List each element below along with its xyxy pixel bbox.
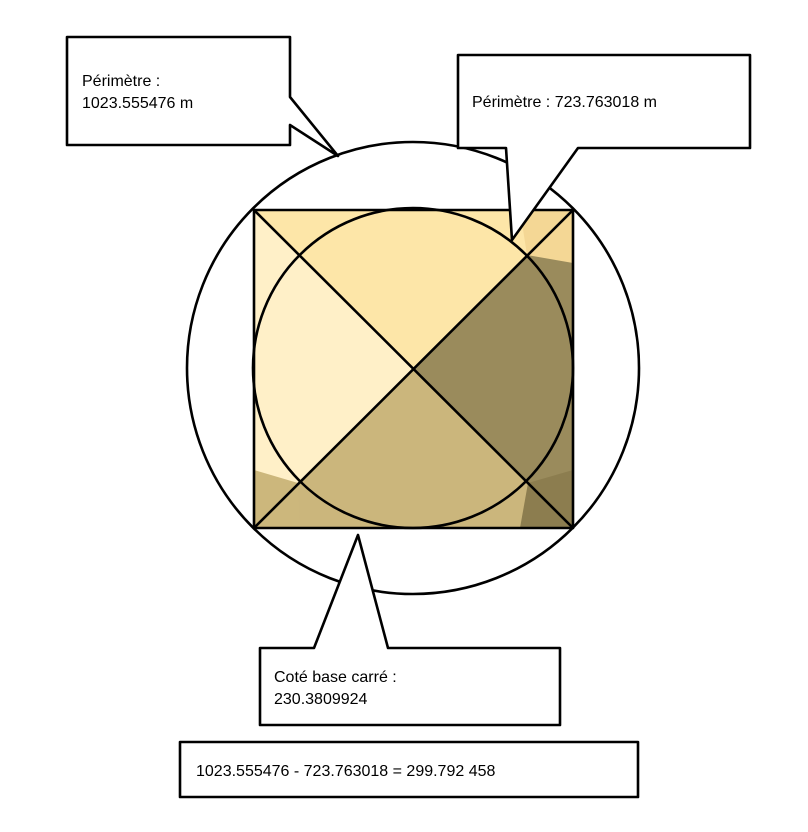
diagonal-2 [253,209,574,529]
square-outline [252,208,575,530]
callout-square-side-box [258,533,562,727]
callout-outer-perimeter-box [65,35,340,158]
callout-inner-perimeter-text: Périmètre : 723.763018 m [472,94,657,111]
bottom-triangle [254,368,573,528]
right-triangle [413,210,573,528]
left-triangle [254,210,413,528]
equation-box [178,740,640,799]
callout-square-side-line1: Coté base carré : [274,669,397,686]
callout-inner-perimeter-box [456,53,752,242]
top-triangle [254,210,573,368]
callout-outer-perimeter-line1: Périmètre : [82,73,160,90]
callout-square-side-line2: 230.3809924 [274,691,368,708]
bottom-left-corner [254,470,300,528]
callout-outer-perimeter-line2: 1023.555476 m [82,95,193,112]
equation-text: 1023.555476 - 723.763018 = 299.792 458 [196,763,495,780]
